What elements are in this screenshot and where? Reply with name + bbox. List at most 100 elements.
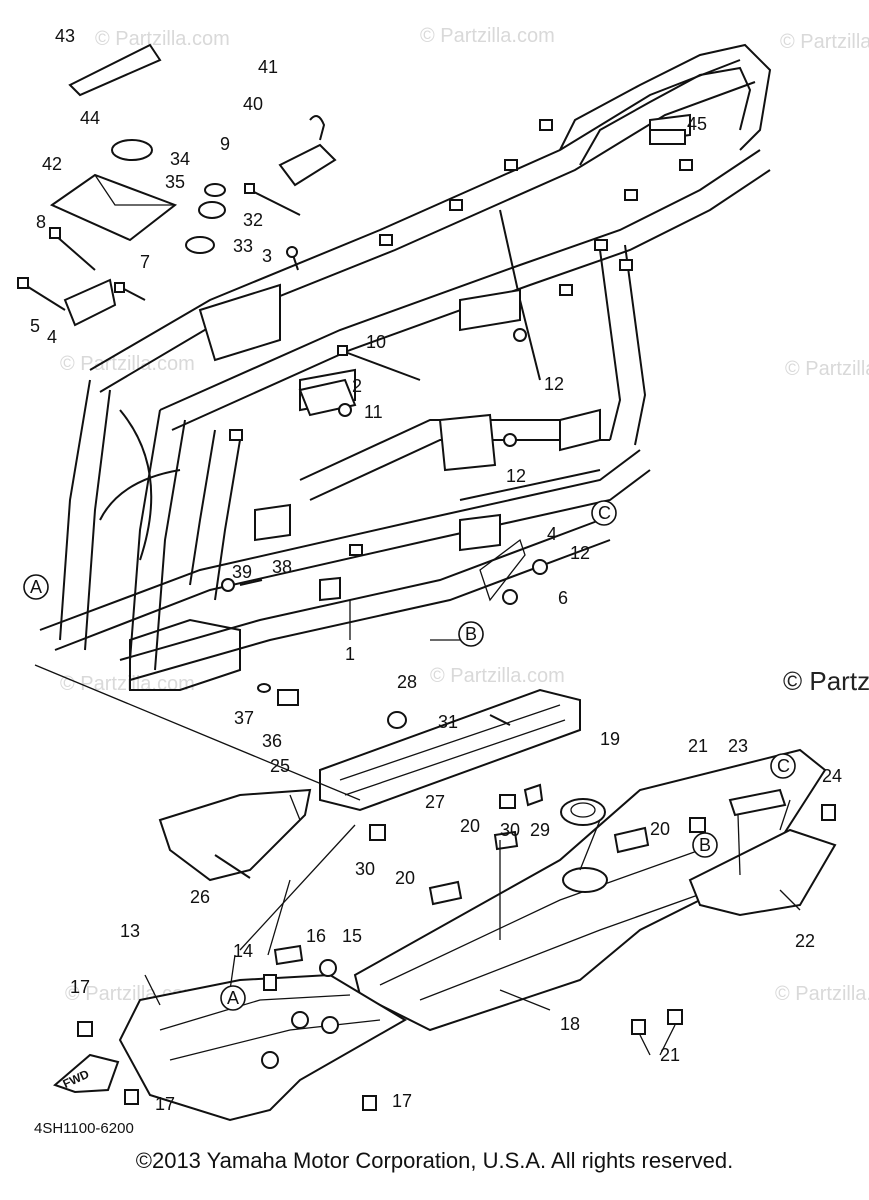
callout-41: 41 [258, 57, 278, 77]
ref-B: B [465, 624, 477, 644]
callout-45: 45 [687, 114, 707, 134]
watermark: © Partzilla.com [60, 353, 195, 375]
part-30-a [369, 824, 386, 841]
part-41 [309, 115, 326, 141]
part-17-a [77, 1021, 93, 1037]
callout-16: 16 [306, 926, 326, 946]
callout-39: 39 [232, 562, 252, 582]
callout-10: 10 [366, 332, 386, 352]
callout-20: 20 [650, 819, 670, 839]
callout-24: 24 [822, 766, 842, 786]
part-19 [560, 798, 606, 826]
callout-27: 27 [425, 792, 445, 812]
part-8 [54, 234, 96, 271]
watermark: © Partzilla.com [430, 665, 565, 687]
callout-12: 12 [506, 466, 526, 486]
callout-20: 20 [460, 816, 480, 836]
callout-18: 18 [560, 1014, 580, 1034]
callout-40: 40 [243, 94, 263, 114]
part-6 [502, 589, 518, 605]
watermarks: © Partzilla.com © Partzilla.com © Partzi… [60, 25, 869, 1005]
callout-4: 4 [547, 524, 557, 544]
callout-30: 30 [355, 859, 375, 879]
callout-26: 26 [190, 887, 210, 907]
part-5 [24, 284, 66, 311]
ref-B: B [699, 835, 711, 855]
part-9 [249, 189, 301, 216]
callout-25: 25 [270, 756, 290, 776]
callout-14: 14 [233, 941, 253, 961]
callout-34: 34 [170, 149, 190, 169]
callout-3: 3 [262, 246, 272, 266]
callout-2: 2 [352, 376, 362, 396]
part-24 [821, 804, 836, 821]
part-4-bracket [479, 538, 526, 602]
callouts: 43 44 42 8 5 4 7 9 34 35 32 33 3 40 41 4… [30, 26, 842, 1114]
part-37 [257, 683, 271, 693]
part-23 [728, 788, 787, 817]
part-43 [68, 43, 162, 97]
ref-A: A [30, 577, 42, 597]
callout-44: 44 [80, 108, 100, 128]
callout-1: 1 [345, 644, 355, 664]
callout-43: 43 [55, 26, 75, 46]
part-21-b [631, 1019, 646, 1035]
callout-22: 22 [795, 931, 815, 951]
callout-15: 15 [342, 926, 362, 946]
callout-37: 37 [234, 708, 254, 728]
fwd-arrow-icon [53, 1053, 120, 1094]
callout-11: 11 [364, 402, 383, 422]
callout-32: 32 [243, 210, 263, 230]
callout-13: 13 [120, 921, 140, 941]
callout-17: 17 [392, 1091, 412, 1111]
watermark: © Partzilla.com [785, 358, 869, 380]
part-29 [523, 783, 544, 807]
callout-20: 20 [395, 868, 415, 888]
bottom-assembly [53, 688, 837, 1122]
callout-33: 33 [233, 236, 253, 256]
part-12-b [503, 433, 517, 447]
callout-12: 12 [544, 374, 564, 394]
part-12-a [513, 328, 527, 342]
callout-17: 17 [70, 977, 90, 997]
part-17-c [362, 1095, 377, 1111]
part-21-a [689, 817, 706, 833]
callout-4: 4 [47, 327, 57, 347]
part-13 [118, 973, 407, 1122]
callout-28: 28 [397, 672, 417, 692]
callout-5: 5 [30, 316, 40, 336]
callout-12: 12 [570, 543, 590, 563]
callout-31: 31 [438, 712, 458, 732]
callout-38: 38 [272, 557, 292, 577]
part-38 [239, 579, 263, 586]
leader-lines [34, 600, 801, 1056]
watermark: © Partzilla.com [775, 983, 869, 1005]
part-42 [49, 173, 178, 242]
part-4-plate [63, 278, 117, 327]
part-25 [158, 788, 312, 882]
callout-9: 9 [220, 134, 230, 154]
callout-21: 21 [688, 736, 708, 756]
part-14 [263, 974, 277, 991]
callout-7: 7 [140, 252, 150, 272]
ref-C: C [777, 756, 790, 776]
part-45 [649, 129, 686, 145]
part-20-b [613, 826, 650, 854]
part-30-b [499, 794, 516, 809]
watermark: © Partzilla.com [420, 25, 555, 47]
part-12-c [532, 559, 548, 575]
part-40 [278, 143, 337, 187]
callout-42: 42 [42, 154, 62, 174]
part-22 [688, 828, 837, 917]
watermark: © Partzilla.com [95, 28, 230, 50]
diagram-code: 4SH1100-6200 [34, 1120, 134, 1137]
copyright-notice: ©2013 Yamaha Motor Corporation, U.S.A. A… [135, 1148, 734, 1173]
ref-C: C [598, 503, 611, 523]
part-20-c [428, 880, 463, 906]
callout-19: 19 [600, 729, 620, 749]
part-11 [338, 403, 352, 417]
reference-markers: A A B B C C [23, 500, 796, 1011]
part-28 [387, 711, 407, 729]
part-31 [489, 714, 511, 726]
